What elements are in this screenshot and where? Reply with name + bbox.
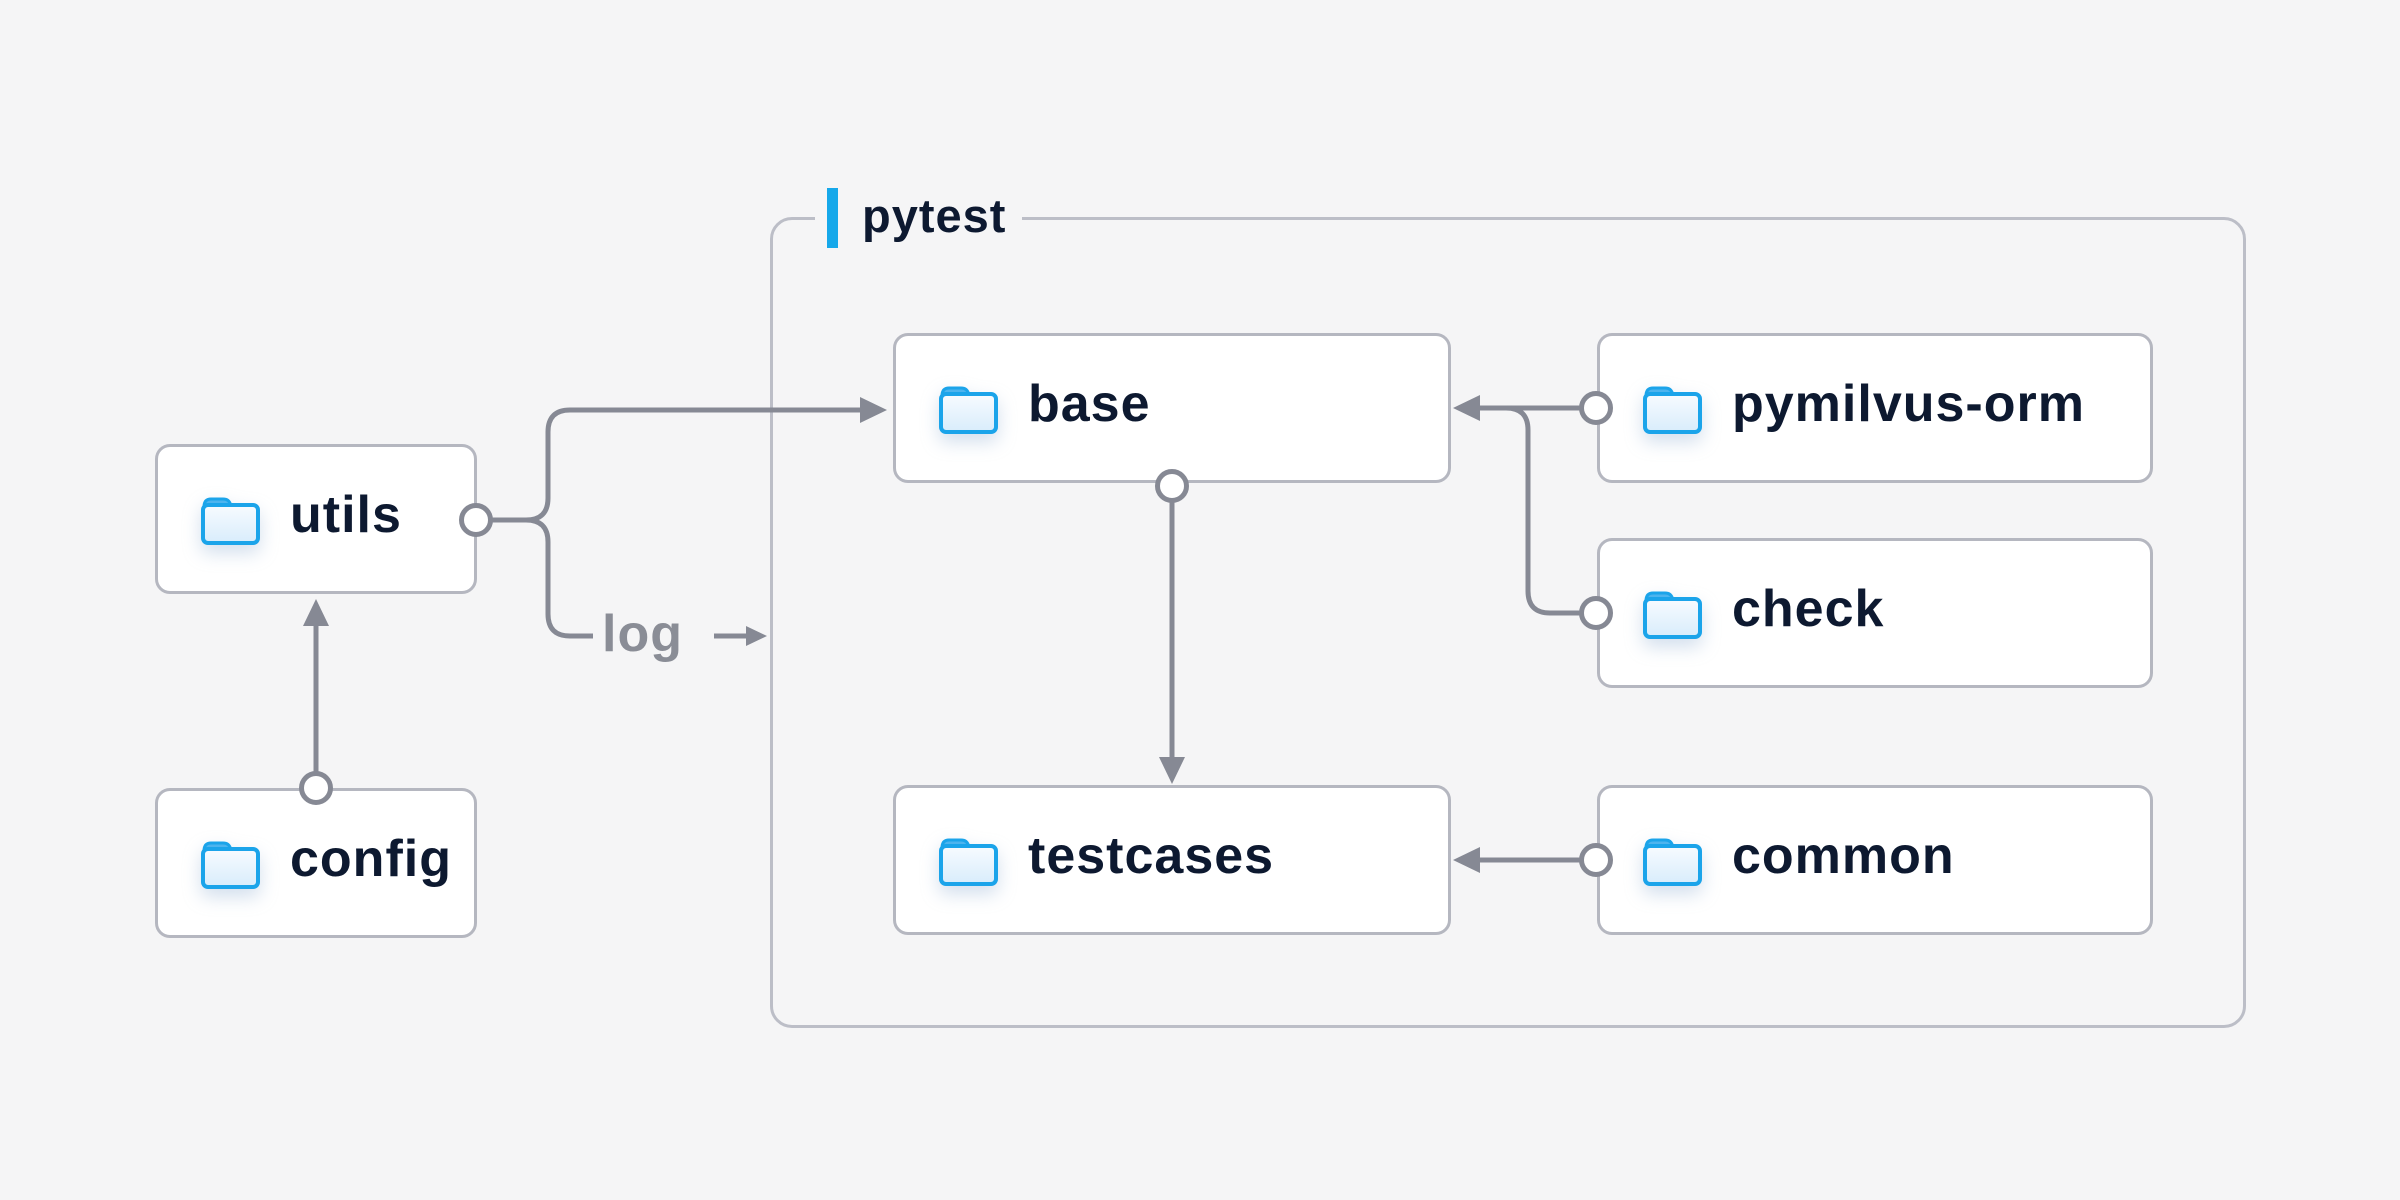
accent-bar-icon [827,188,838,248]
edge-config-to-utils [303,599,329,774]
folder-icon [1643,386,1702,434]
pytest-group-container: pytest [770,186,2246,1028]
folder-icon [201,841,260,889]
group-title: pytest [862,188,1007,242]
edge-label-log: log [602,605,683,663]
node-label: testcases [1028,827,1275,885]
node-label: base [1028,375,1151,433]
node-utils: utils [155,444,477,594]
folder-icon [1643,591,1702,639]
node-testcases: testcases [893,785,1451,935]
node-config: config [155,788,477,938]
node-common: common [1597,785,2153,935]
node-label: config [290,830,452,888]
node-check: check [1597,538,2153,688]
node-base: base [893,333,1451,483]
folder-icon [1643,838,1702,886]
node-pymilvus-orm: pymilvus-orm [1597,333,2153,483]
folder-icon [939,386,998,434]
folder-icon [939,838,998,886]
node-label: pymilvus-orm [1732,375,2085,433]
node-label: utils [290,486,402,544]
node-label: common [1732,827,1955,885]
node-label: check [1732,580,1885,638]
pytest-group-label: pytest [815,186,1023,250]
folder-icon [201,497,260,545]
